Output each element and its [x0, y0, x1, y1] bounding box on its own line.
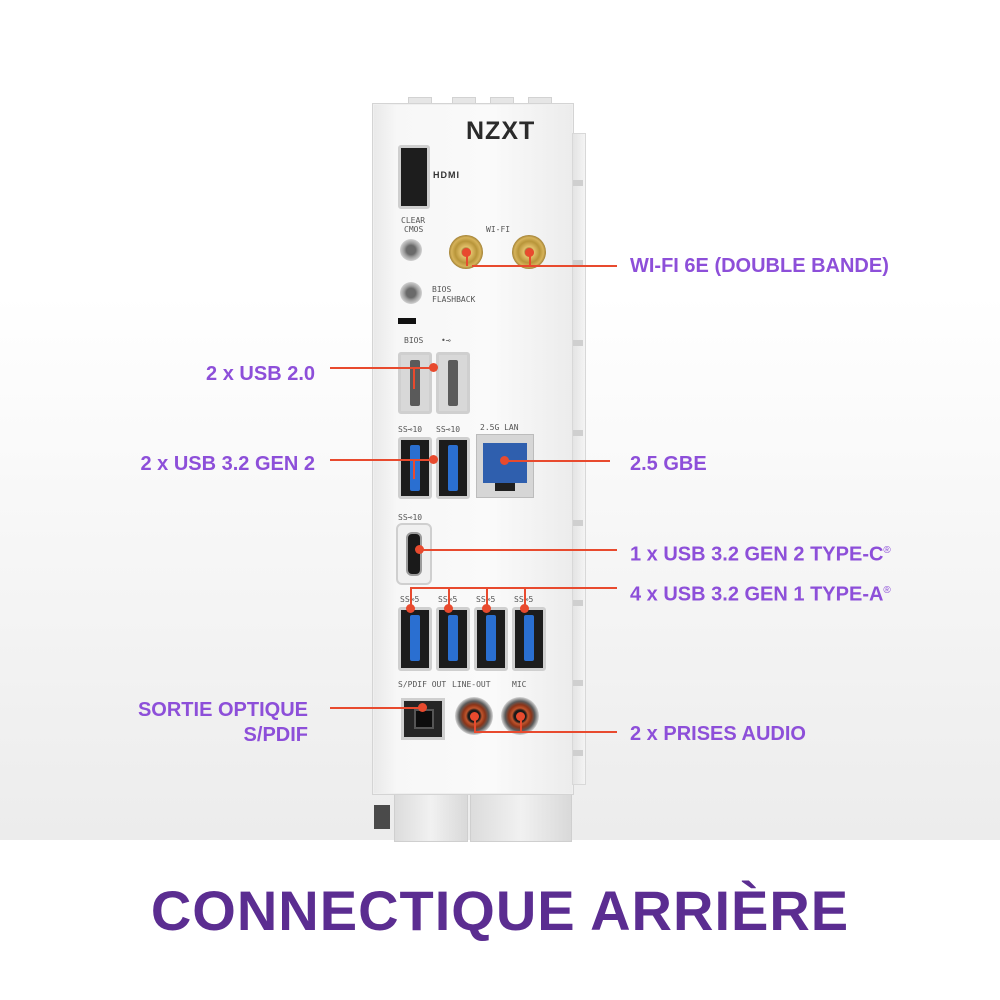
usb3-gen2-port-1[interactable]	[398, 437, 432, 499]
usb3-gen1-label-3: SS⊸5	[476, 595, 495, 604]
lan-label: 2.5G LAN	[480, 423, 519, 432]
usb3-gen2-label-1: SS⊸10	[398, 425, 423, 434]
usb3-gen1-port-4[interactable]	[512, 607, 546, 671]
rail-notch	[573, 260, 583, 266]
callout-line-typec	[420, 549, 617, 551]
hdmi-label: HDMI	[433, 170, 460, 180]
spdif-label: S/PDIF OUT	[398, 680, 447, 689]
callout-line-audio	[474, 731, 617, 733]
callout-gbe: 2.5 GBE	[630, 453, 707, 475]
clear-cmos-label-2: CMOS	[404, 225, 424, 234]
bracket-right	[470, 790, 572, 842]
bios-flashback-label-1: BIOS	[432, 285, 452, 294]
callout-dot-audio-1	[470, 712, 479, 721]
rail-notch	[573, 430, 583, 436]
callout-line-typea-stub-2	[448, 587, 450, 609]
usb2-port-2[interactable]	[436, 352, 470, 414]
shield-rail	[572, 133, 586, 785]
callout-line-typea	[410, 587, 617, 589]
page-title: CONNECTIQUE ARRIÈRE	[150, 879, 850, 942]
callout-line-usb2-stub	[413, 367, 415, 389]
callout-line-usb32-stub	[413, 459, 415, 479]
callout-dot-typea-2	[444, 604, 453, 613]
callout-line-usb32-gen2	[330, 459, 435, 461]
rail-notch	[573, 750, 583, 756]
rail-notch	[573, 600, 583, 606]
usb3-gen1-label-2: SS⊸5	[438, 595, 457, 604]
callout-dot-wifi-2	[525, 248, 534, 257]
callout-line-optical	[330, 707, 425, 709]
callout-line-gbe	[505, 460, 610, 462]
callout-usb2: 2 x USB 2.0	[206, 363, 315, 385]
callout-dot-typea-1	[406, 604, 415, 613]
usb3-gen1-port-3[interactable]	[474, 607, 508, 671]
line-out-label: LINE-OUT	[452, 680, 491, 689]
rail-notch	[573, 520, 583, 526]
callout-dot-typea-3	[482, 604, 491, 613]
usb3-gen2-port-2[interactable]	[436, 437, 470, 499]
callout-line-usb2	[330, 367, 435, 369]
callout-typec: 1 x USB 3.2 GEN 2 TYPE-C®	[630, 543, 891, 566]
callout-line-typea-stub-1	[410, 587, 412, 609]
bracket-left	[394, 790, 468, 842]
wifi-label: WI-FI	[486, 225, 511, 234]
callout-line-wifi	[472, 265, 617, 267]
callout-optical-2: S/PDIF	[243, 724, 308, 746]
callout-line-audio-stub-2	[520, 716, 522, 732]
callout-dot-typea-4	[520, 604, 529, 613]
callout-audio: 2 x PRISES AUDIO	[630, 723, 806, 745]
callout-line-wifi-stub	[466, 253, 468, 266]
usb2-port-1[interactable]	[398, 352, 432, 414]
bracket-clip	[374, 805, 390, 829]
callout-usb32-gen2: 2 x USB 3.2 GEN 2	[140, 453, 315, 475]
usb3-gen1-port-1[interactable]	[398, 607, 432, 671]
callout-optical-1: SORTIE OPTIQUE	[137, 699, 308, 721]
mic-label: MIC	[512, 680, 527, 689]
callout-line-audio-stub-1	[474, 716, 476, 732]
bios-usb-label: BIOS	[404, 336, 424, 345]
rail-notch	[573, 340, 583, 346]
clear-cmos-button[interactable]	[400, 239, 422, 261]
rail-notch	[573, 180, 583, 186]
callout-typea: 4 x USB 3.2 GEN 1 TYPE-A®	[630, 583, 891, 606]
callout-dot-usb2	[429, 363, 438, 372]
callout-dot-typec	[415, 545, 424, 554]
optical-spdif-port[interactable]	[401, 698, 445, 740]
usb3-gen2-label-2: SS⊸10	[436, 425, 461, 434]
callout-line-typea-stub-4	[524, 587, 526, 609]
usb-typec-port[interactable]	[396, 523, 432, 585]
clear-cmos-label-1: CLEAR	[401, 216, 426, 225]
callout-dot-usb32-gen2	[429, 455, 438, 464]
bios-flashback-label-2: FLASHBACK	[432, 295, 476, 304]
brand-logo: NZXT	[466, 117, 536, 145]
hdmi-port[interactable]	[398, 145, 430, 209]
callout-wifi: WI-FI 6E (DOUBLE BANDE)	[630, 255, 889, 277]
usb3-gen1-label-4: SS⊸5	[514, 595, 533, 604]
callout-dot-wifi-1	[462, 248, 471, 257]
callout-dot-optical	[418, 703, 427, 712]
callout-line-typea-stub-3	[486, 587, 488, 609]
background-bottom	[0, 840, 1000, 1000]
callout-line-wifi-stub	[529, 253, 531, 266]
usb3-gen1-port-2[interactable]	[436, 607, 470, 671]
typec-label: SS⊸10	[398, 513, 423, 522]
usb-symbol-label: •⊸	[441, 336, 451, 345]
usb3-gen1-label-1: SS⊸5	[400, 595, 419, 604]
callout-dot-audio-2	[516, 712, 525, 721]
callout-dot-gbe	[500, 456, 509, 465]
bios-flashback-button[interactable]	[400, 282, 422, 304]
rail-notch	[573, 680, 583, 686]
status-led	[398, 318, 416, 324]
lan-port[interactable]	[476, 434, 534, 498]
